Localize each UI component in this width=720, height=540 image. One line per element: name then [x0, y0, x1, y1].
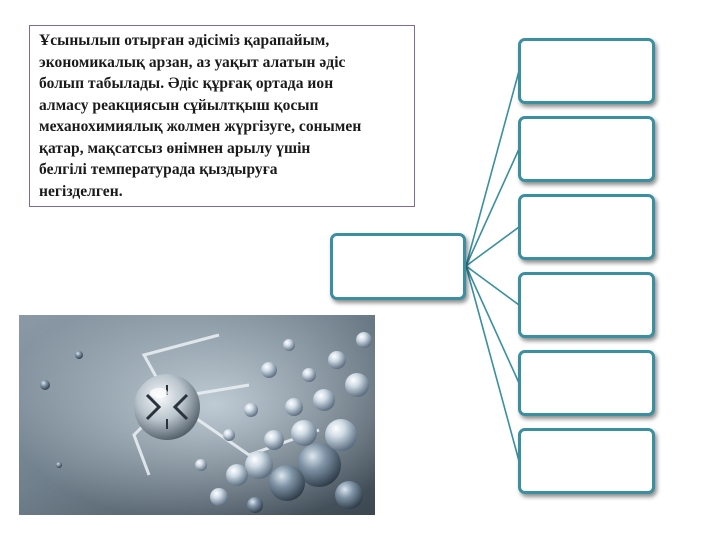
- diagram-root-node: [330, 233, 466, 300]
- connector-line: [465, 265, 520, 306]
- description-line: алмасу реакциясын сұйылтқыш қосып: [39, 96, 319, 114]
- description-line: негізделген.: [39, 182, 123, 200]
- connector-line: [465, 265, 520, 384]
- molecular-render-image: [19, 315, 375, 515]
- nanoparticle-spheres: [40, 332, 372, 513]
- connector-line: [465, 226, 520, 267]
- diagram-child-node: [518, 194, 655, 260]
- diagram-child-node: [518, 350, 655, 416]
- diagram-child-node: [518, 116, 655, 182]
- description-line: қатар, мақсатсыз өнімнен арылу үшін: [39, 139, 311, 157]
- description-line: болып табылады. Әдіс құрғақ ортада ион: [39, 75, 334, 92]
- diagram-child-node: [518, 272, 655, 338]
- description-text-box: Ұсынылып отырған әдісіміз қарапайым, эко…: [29, 25, 415, 207]
- description-line: механохимиялық жолмен жүргізуге, сонымен: [39, 118, 362, 135]
- nanobot-sphere: [134, 374, 200, 440]
- diagram-child-node: [518, 428, 655, 494]
- connector-line: [465, 70, 520, 267]
- diagram-child-node: [518, 38, 655, 104]
- description-line: Ұсынылып отырған әдісіміз қарапайым,: [39, 32, 330, 49]
- connector-line: [465, 265, 520, 462]
- connector-line: [465, 148, 520, 267]
- description-line: экономикалық арзан, аз уақыт алатын әдіс: [39, 53, 346, 71]
- description-line: белгілі температурада қыздыруға: [39, 161, 278, 178]
